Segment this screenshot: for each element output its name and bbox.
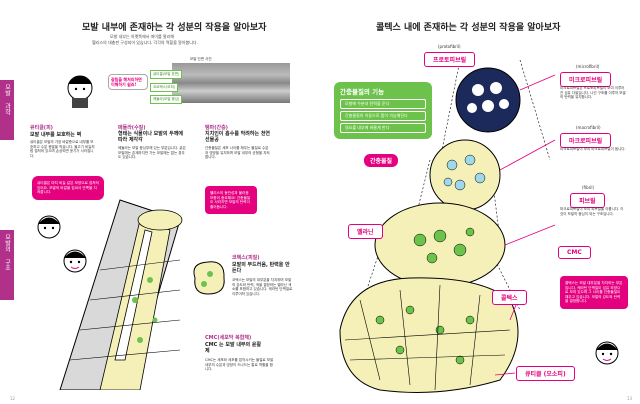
left-page-title: 모발 내부에 존재하는 각 성분의 작용을 알아보자: [82, 23, 267, 33]
speech-bubble: 갈림을 해처리하면 이해하기 쉽죠!: [108, 74, 148, 90]
macrofibril-en: (macrofibril): [576, 125, 601, 130]
protofibril-tag: 프로토피브릴: [424, 52, 476, 67]
hair-cross-section-photo: [172, 63, 290, 103]
matrix-function-box: 간충물질의 기능 모발에 수분과 탄력을 준다 간충물질의 이동으로 펌이 가능…: [334, 82, 432, 139]
matrix-function-line-2: 간충물질의 이동으로 펌이 가능해진다: [340, 111, 426, 121]
cortex-structure-diagram: [339, 59, 556, 393]
character-corner-icon: [595, 341, 619, 365]
left-subtitle-1: 모발 내부는 아랫쪽에서 떠이를 멀리해: [110, 34, 174, 39]
macrofibril-tag: 마크로피브릴: [560, 133, 612, 148]
cmc-desc: CMC는 세포와 세포를 접착시키는 물질로 모발 내부의 수분과 영양이 드나…: [205, 358, 274, 371]
cuticle-headline: 모발 내부를 보호하는 벽: [30, 132, 82, 138]
medulla-headline: 형태는 식물이나 모발의 두께에 따라 제각각: [118, 131, 184, 143]
side-tab-hair-science: 모발 과학: [0, 80, 14, 140]
protofibril-en: (protofibril): [438, 44, 461, 49]
medulla-desc: 메듈라는 모발 중심부에 있는 부분입니다. 굵은 모발에는 존재하지만 가는 …: [118, 146, 186, 159]
macrofibril-desc: 미크로피브릴이 모여 마크로피브릴이 됩니다.: [560, 147, 626, 151]
microfibril-desc: 미크로피브릴은 프로토피브릴이 모여 이루어진 섬유 다발입니다. 나선 구조를…: [560, 86, 626, 99]
matrix-headline: 지치인이 흡수를 막려하는 천연 선물공: [205, 131, 271, 143]
cortex-pink-note: 콜텍스는 모발 대부분을 차지하는 부분입니다. 케라틴 단백질이 섬유 모양으…: [560, 276, 628, 309]
character-peek-icon: [37, 215, 61, 239]
cuticle-desc: 큐티클은 모발의 가장 바깥층으로 내부를 보호하고 수분 증발을 막습니다. …: [30, 140, 95, 158]
cortex-blob: [193, 261, 225, 295]
left-page-number: 12: [10, 396, 16, 401]
cortex-desc: 코텍스는 모발의 대부분을 차지하며 모발의 강도와 탄력, 색을 결정하는 멜…: [232, 278, 293, 296]
fibril-desc: 마크로피브릴이 모여 피브릴을 이룹니다. 이것이 모발의 중심이 되는 구조입…: [560, 207, 624, 216]
matrix-pink-note: 헬리스의 동반성과 불러옴 보충이 중요해요! 간충물질이 사라지면 모발의 탄…: [205, 186, 257, 215]
right-page: 콜텍스 내에 존재하는 각 성분의 작용을 알아보자: [320, 0, 640, 404]
left-subtitle-2: 헬리스의 대충판 구성되어 있습니다. 각각의 역할을 알아봅니다.: [92, 40, 198, 45]
photo-tag-cuticle: 큐티클(모발 표면): [150, 70, 183, 79]
matrix-label: 탱파(간층): [205, 125, 228, 131]
right-page-title: 콜텍스 내에 존재하는 각 성분의 작용을 알아보자: [376, 23, 561, 33]
cortex-tag: 콜텍스: [492, 290, 527, 305]
cmc-headline: CMC 는 모발 내부의 윤활제: [205, 342, 262, 354]
photo-tag-medulla: 메듈라(모발 중심): [150, 95, 183, 104]
microfibril-en: (microfibril): [576, 64, 600, 69]
cuticle-pink-note: 큐티클은 마치 비늘 같은 모양으로 겹쳐져 있어요. 모발의 바깥을 감싸서 …: [32, 176, 104, 200]
cortex-label: 코텍스(피질): [232, 255, 260, 261]
fibril-en: (fibril): [582, 185, 595, 190]
photo-tag-cortex: 코르텍스(모피): [150, 83, 179, 92]
melanin-tag: 멜라닌: [348, 224, 383, 239]
matrix-tag: 간충물질: [364, 154, 399, 167]
character-face-icon: [67, 75, 93, 108]
fibril-tag: 피브릴: [570, 193, 605, 208]
matrix-desc: 간층물질은 세포 사이를 채우는 물질로 수분과 영양을 유지하며 모발 내부의…: [205, 146, 270, 159]
hair-shaft-illustration: [59, 199, 183, 390]
medulla-label: 메듈라(수질): [118, 125, 146, 131]
matrix-function-title: 간충물질의 기능: [340, 88, 385, 96]
cortex-headline: 모발의 부드러움, 탄력을 만든다: [232, 262, 290, 274]
cmc-tag: CMC: [558, 246, 591, 259]
photo-caption: 모발 단면 사진: [190, 57, 212, 61]
cuticle-tag: 큐티클 (오소피): [516, 366, 575, 381]
cuticle-label: 큐티클(피): [30, 125, 53, 131]
character-bottom-icon: [63, 249, 87, 273]
matrix-function-line-1: 모발에 수분과 탄력을 준다: [340, 99, 426, 109]
right-page-number: 13: [626, 396, 632, 401]
matrix-function-line-3: 영요를 내부에 머물게 한다: [340, 123, 426, 133]
microfibril-tag: 미크로피브릴: [560, 72, 612, 87]
cmc-label: CMC(세포막 복합체): [205, 335, 252, 341]
side-tab-hair-structure: 모발의 구조: [0, 230, 14, 300]
left-page: 모발 과학 모발의 구조 모발 내부에 존재하는 각 성분의 작용을 알아보자 …: [0, 0, 321, 404]
